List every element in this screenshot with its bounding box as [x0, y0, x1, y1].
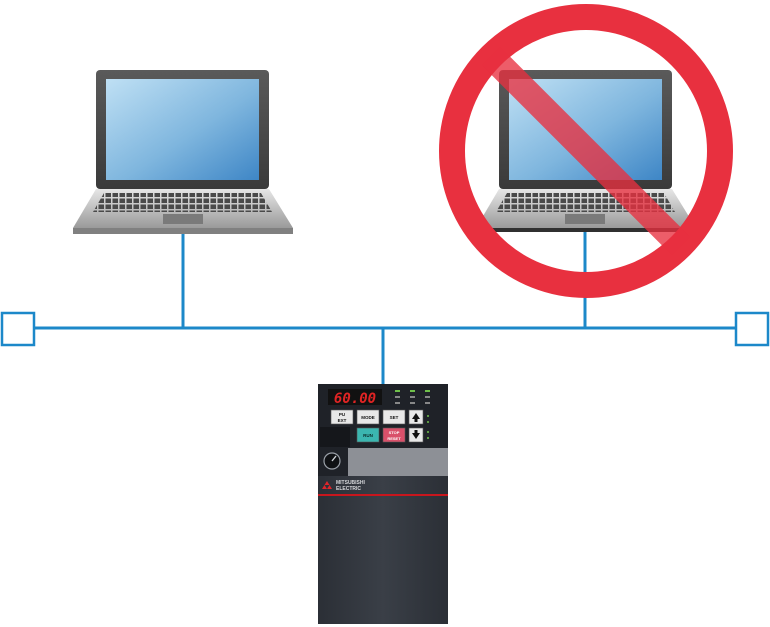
mode-button: MODE	[356, 409, 380, 425]
set-button-label: SET	[390, 415, 399, 420]
svg-text:ELECTRIC: ELECTRIC	[336, 486, 361, 492]
svg-text:EXT: EXT	[338, 418, 347, 423]
inverter: 60.00 PU EXT MODE SET	[318, 384, 448, 624]
mode-button-label: MODE	[361, 415, 375, 420]
prohibited-sign-icon	[439, 4, 733, 298]
up-arrow-button	[408, 409, 424, 425]
run-button: RUN	[356, 427, 380, 443]
set-button: SET	[382, 409, 406, 425]
laptop-screen	[106, 79, 259, 180]
laptop-keyboard	[93, 193, 272, 212]
stop-reset-button: STOP RESET	[382, 427, 406, 443]
laptop-base-edge	[476, 228, 696, 232]
svg-text:RESET: RESET	[387, 436, 401, 441]
laptop-allowed	[73, 70, 293, 234]
run-button-label: RUN	[363, 433, 373, 438]
status-leds	[395, 390, 430, 404]
network-lines	[34, 228, 736, 384]
svg-text:PU: PU	[339, 412, 345, 417]
laptop-touchpad	[163, 214, 203, 224]
side-leds	[427, 415, 429, 439]
red-stripe	[318, 494, 448, 496]
inverter-display-value: 60.00	[334, 391, 376, 407]
laptop-base-edge	[73, 228, 293, 234]
mitsubishi-logo-icon	[322, 481, 332, 489]
down-arrow-button	[408, 427, 424, 443]
laptop-touchpad	[565, 214, 605, 224]
terminator-left	[0, 311, 36, 347]
connector-cover	[320, 427, 350, 447]
terminator-right	[734, 311, 770, 347]
inverter-display	[328, 389, 382, 405]
brand-text: MITSUBISHI	[336, 480, 366, 486]
pu-ext-button: PU EXT	[330, 409, 354, 425]
svg-text:STOP: STOP	[389, 430, 400, 435]
